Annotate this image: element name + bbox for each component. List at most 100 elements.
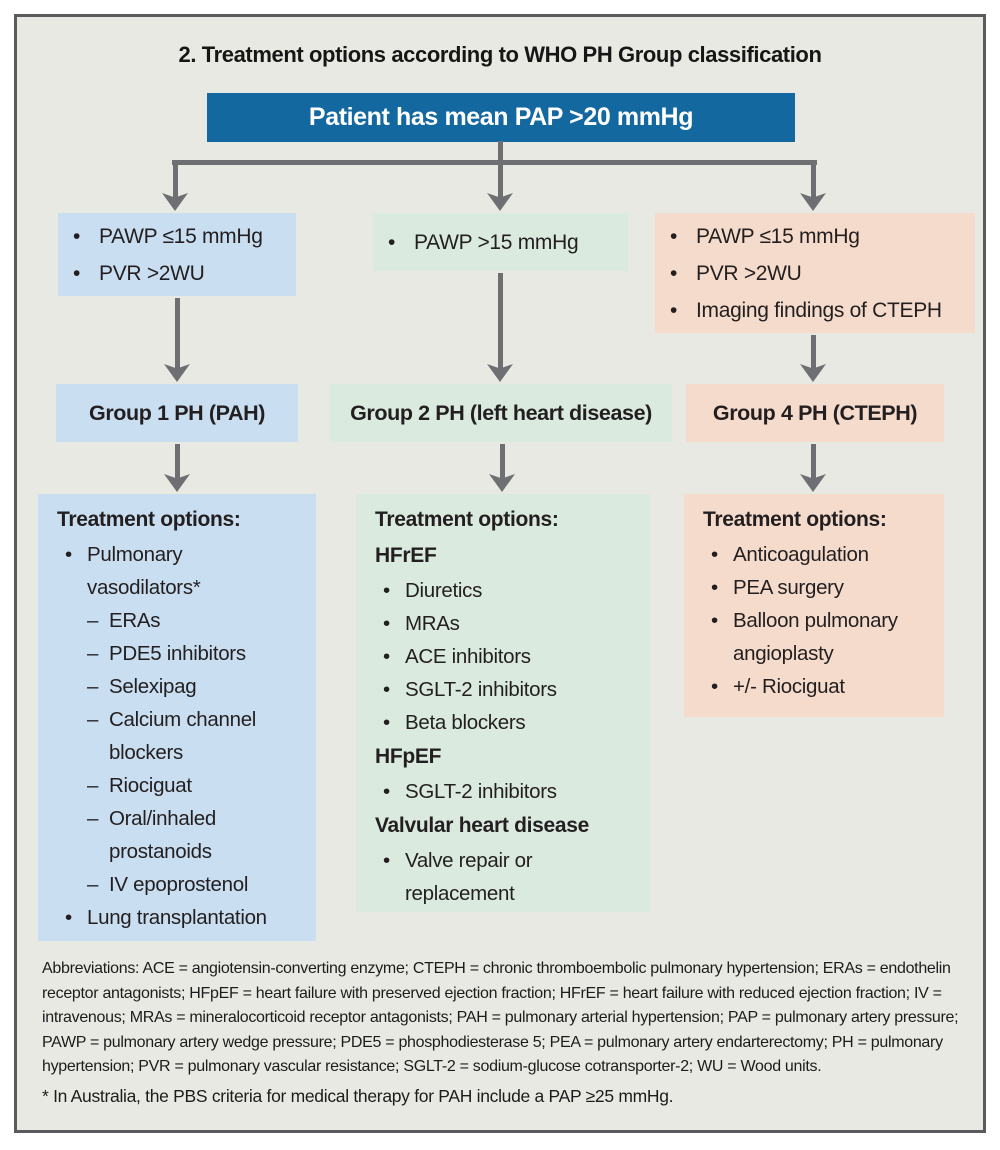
dash-marker: – <box>87 642 99 665</box>
list-item: • Lung transplantation <box>65 901 302 934</box>
group-label: Group 2 PH (left heart disease) <box>350 400 652 425</box>
list-item-text: PVR >2WU <box>696 261 802 285</box>
list-heading: Treatment options: <box>57 502 302 538</box>
list-item: –Selexipag <box>87 670 302 703</box>
list-item-text: SGLT-2 inhibitors <box>405 780 557 803</box>
list-item-text: replacement <box>405 882 515 905</box>
arrow-down-icon <box>487 163 513 211</box>
list-item-text: Valve repair or <box>405 849 533 872</box>
list-item: • ACE inhibitors <box>383 640 636 673</box>
list-item: –Calcium channel <box>87 703 302 736</box>
list-item-text: PAWP ≤15 mmHg <box>99 224 263 248</box>
list-item-text: PDE5 inhibitors <box>109 642 246 665</box>
arrow-down-icon <box>164 298 190 382</box>
list-heading: Valvular heart disease <box>375 808 636 844</box>
arrow-shaft <box>499 444 505 479</box>
list-item: • Pulmonary <box>65 538 302 571</box>
dash-marker: – <box>87 807 99 830</box>
dash-marker: – <box>87 774 99 797</box>
list-item-text: Pulmonary <box>87 543 183 566</box>
list-item: • MRAs <box>383 607 636 640</box>
list-item: •PVR >2WU <box>670 255 975 292</box>
dash-marker: – <box>87 708 99 731</box>
arrow-down-icon <box>164 444 190 492</box>
list-item: •PAWP ≤15 mmHg <box>670 218 975 255</box>
list-item-text: Calcium channel <box>109 708 257 731</box>
list-item: –IV epoprostenol <box>87 868 302 901</box>
list-item: –PDE5 inhibitors <box>87 637 302 670</box>
arrow-shaft <box>172 163 178 198</box>
list-item: •Balloon pulmonary <box>711 604 930 637</box>
list-item-text: Treatment options: <box>703 508 887 531</box>
list-item-text: PAWP ≤15 mmHg <box>696 224 860 248</box>
bullet-marker: • <box>711 576 718 599</box>
list-item: •Valve repair or <box>383 844 636 877</box>
group-label: Group 4 PH (CTEPH) <box>712 400 918 425</box>
dash-marker: – <box>87 675 99 698</box>
list-item-text: Treatment options: <box>375 508 559 531</box>
arrow-down-icon <box>800 335 826 382</box>
list-item-text: HFpEF <box>375 745 442 768</box>
list-item: •SGLT-2 inhibitors <box>383 775 636 808</box>
bullet-marker: • <box>73 261 81 285</box>
group-box: Group 2 PH (left heart disease) <box>330 384 672 442</box>
list-item-text: MRAs <box>405 612 460 635</box>
bullet-marker: • <box>383 678 390 701</box>
bullet-marker: • <box>73 224 81 248</box>
list-item: • Anticoagulation <box>711 538 930 571</box>
arrow-down-icon <box>489 444 515 492</box>
list-item-text: Valvular heart disease <box>375 814 590 837</box>
list-item-text: blockers <box>109 741 183 764</box>
criteria-box: • PAWP >15 mmHg <box>373 213 628 271</box>
list-item-text: SGLT-2 inhibitors <box>405 678 557 701</box>
list-item: blockers <box>109 736 302 769</box>
bullet-marker: • <box>65 543 72 566</box>
list-heading: HFpEF <box>375 739 636 775</box>
bullet-marker: • <box>711 675 718 698</box>
bullet-marker: • <box>65 906 72 929</box>
list-item-text: ACE inhibitors <box>405 645 531 668</box>
list-item: angioplasty <box>733 637 930 670</box>
list-item-text: Oral/inhaled <box>109 807 216 830</box>
group-box: Group 4 PH (CTEPH) <box>686 384 944 442</box>
list-heading: Treatment options: <box>375 502 636 538</box>
arrow-down-icon <box>800 444 826 492</box>
list-item-text: ERAs <box>109 609 161 632</box>
list-item-text: vasodilators* <box>87 576 201 599</box>
list-item: •Diuretics <box>383 574 636 607</box>
list-item: vasodilators* <box>87 571 302 604</box>
list-item-text: Anticoagulation <box>733 543 869 566</box>
root-condition-label: Patient has mean PAP >20 mmHg <box>308 103 694 131</box>
list-item-text: Riociguat <box>109 774 192 797</box>
list-item-text: Diuretics <box>405 579 483 602</box>
list-item: • SGLT-2 inhibitors <box>383 673 636 706</box>
list-item: –Oral/inhaled <box>87 802 302 835</box>
bullet-marker: • <box>383 612 390 635</box>
list-item: prostanoids <box>109 835 302 868</box>
bullet-marker: • <box>383 645 390 668</box>
list-item-text: Lung transplantation <box>87 906 267 929</box>
treatment-box: Treatment options:HFrEF•Diuretics•MRAs•A… <box>356 494 650 912</box>
list-item-text: angioplasty <box>733 642 834 665</box>
list-item: •+/- Riociguat <box>711 670 930 703</box>
list-item-text: Balloon pulmonary <box>733 609 898 632</box>
list-item-text: Selexipag <box>109 675 197 698</box>
list-item-text: Treatment options: <box>57 508 241 531</box>
list-item-text: Imaging findings of CTEPH <box>696 298 942 322</box>
arrow-down-icon <box>487 273 513 382</box>
list-item: • PAWP ≤15 mmHg <box>73 218 296 255</box>
list-item-text: PAWP >15 mmHg <box>414 230 579 254</box>
bullet-marker: • <box>711 543 718 566</box>
list-item-text: HFrEF <box>375 544 437 567</box>
list-item-text: PEA surgery <box>733 576 844 599</box>
list-item: •Imaging findings of CTEPH <box>670 292 975 329</box>
list-item: –ERAs <box>87 604 302 637</box>
bullet-marker: • <box>388 230 396 254</box>
footnote-text: * In Australia, the PBS criteria for med… <box>42 1086 674 1106</box>
treatment-box: Treatment options: • Anticoagulation • PEA s… <box>684 494 944 717</box>
arrow-shaft <box>174 298 180 369</box>
bullet-marker: • <box>383 711 390 734</box>
group-box: Group 1 PH (PAH) <box>56 384 298 442</box>
arrow-shaft <box>810 335 816 369</box>
root-condition-box: Patient has mean PAP >20 mmHg <box>207 93 795 142</box>
